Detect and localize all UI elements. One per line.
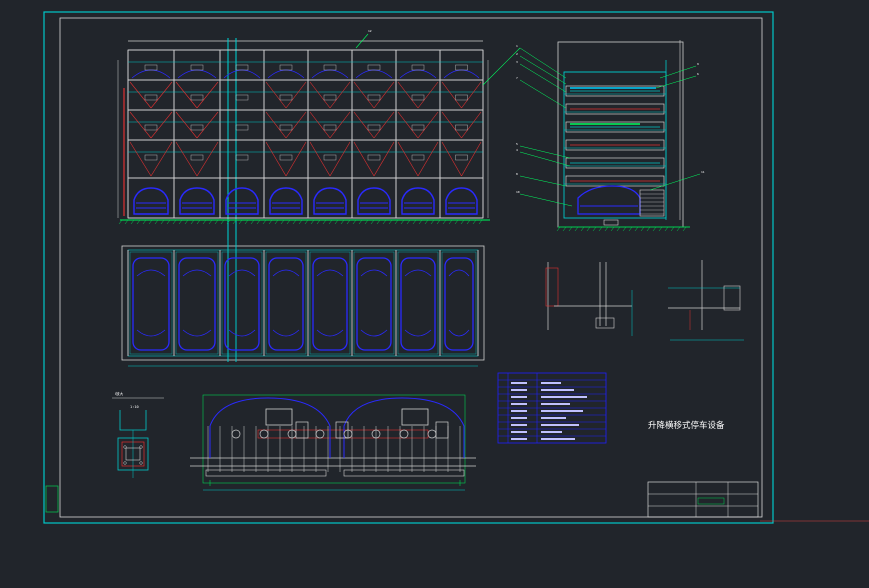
car-ground-8 xyxy=(445,187,478,215)
car-ground-6 xyxy=(357,187,391,215)
callout-side-11: 11 xyxy=(701,170,705,174)
car-ground-1 xyxy=(133,187,169,215)
section-detail-geom xyxy=(119,410,147,465)
plan-slot-2 xyxy=(175,251,219,355)
plan-view xyxy=(127,250,479,356)
spec-table-rows xyxy=(498,379,606,440)
plan-slot-3 xyxy=(221,251,263,355)
callout-top-12: 12 xyxy=(368,29,372,33)
front-elevation xyxy=(117,47,521,225)
side-elevation xyxy=(556,40,687,232)
plan-slot-7 xyxy=(397,251,439,355)
callout-side-10: 10 xyxy=(516,190,520,194)
car-ground-2 xyxy=(179,187,215,215)
callout-side-9: 9 xyxy=(697,62,699,66)
plan-slot-8 xyxy=(441,251,477,355)
detail-sublabel: 1:10 xyxy=(130,405,139,409)
callout-side-1: 1 xyxy=(516,44,518,48)
car-ground-4 xyxy=(269,187,303,215)
callout-side-2: 2 xyxy=(516,52,518,56)
car-ground-7 xyxy=(401,187,435,215)
car-ground-5 xyxy=(313,187,347,215)
callout-side-7: 7 xyxy=(516,76,518,80)
detail-label: Ⅰ放大 xyxy=(115,391,124,396)
plan-slot-5 xyxy=(309,251,351,355)
plan-slot-4 xyxy=(265,251,307,355)
mechanism-geom xyxy=(205,397,465,486)
callout-side-4: 4 xyxy=(516,148,518,152)
car-ground-3 xyxy=(225,187,259,215)
plan-slot-1 xyxy=(129,251,173,355)
callout-side-8: 8 xyxy=(516,172,518,176)
plan-slot-6 xyxy=(353,251,395,355)
callout-side-6: 6 xyxy=(697,72,699,76)
drawing-title: 升降横移式停车设备 xyxy=(648,420,725,431)
callout-side-5: 5 xyxy=(516,142,518,146)
callout-side-3: 3 xyxy=(516,60,518,64)
